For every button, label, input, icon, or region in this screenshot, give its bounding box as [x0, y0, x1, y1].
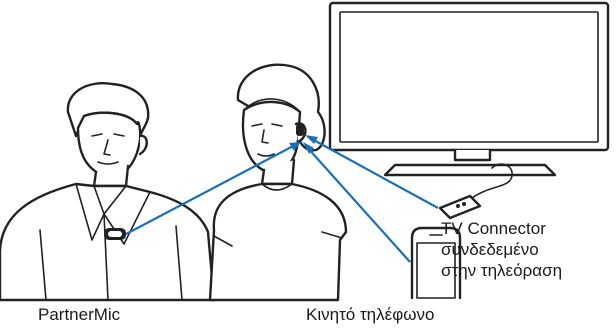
label-tv-connector-line-3: στην τηλεόραση: [441, 260, 562, 281]
label-tv-connector-line-1: TV Connector: [441, 218, 562, 239]
label-tv-connector-line-2: συνδεδεμένο: [441, 239, 562, 260]
man-figure: [0, 83, 214, 300]
label-partnermic: PartnerMic: [38, 304, 120, 325]
television: [330, 3, 608, 175]
label-tv-connector: TV Connector συνδεδεμένο στην τηλεόραση: [441, 218, 562, 281]
woman-figure: [210, 65, 346, 300]
label-mobile-phone: Κινητό τηλέφωνο: [306, 304, 434, 325]
